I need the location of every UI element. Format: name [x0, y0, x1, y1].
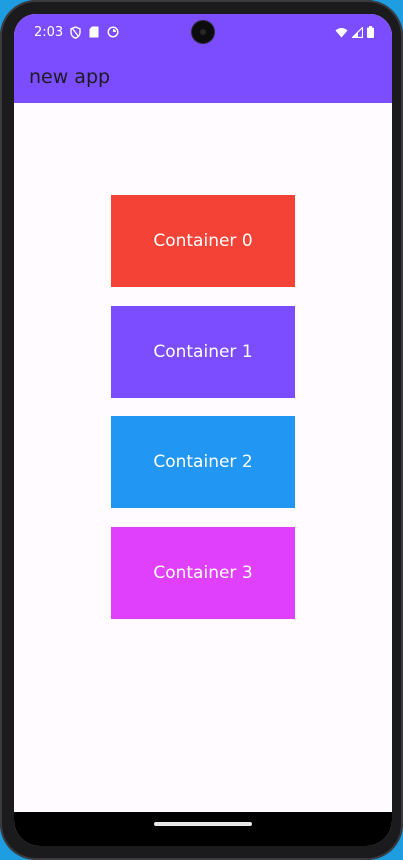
phone-screen: 2:03 [14, 14, 392, 846]
status-notification-icons [70, 26, 119, 39]
status-bar: 2:03 [14, 14, 392, 54]
container-2[interactable]: Container 2 [111, 416, 295, 508]
status-time: 2:03 [34, 25, 64, 40]
navigation-bar [14, 812, 392, 846]
sd-card-icon [89, 26, 99, 39]
wifi-icon [335, 27, 348, 38]
home-gesture-handle[interactable] [154, 822, 252, 826]
container-3[interactable]: Container 3 [111, 527, 295, 619]
front-camera [192, 21, 214, 43]
signal-icon [352, 26, 363, 38]
container-label: Container 1 [153, 342, 253, 362]
app-bar: new app [14, 54, 392, 103]
container-label: Container 0 [153, 231, 253, 251]
container-1[interactable]: Container 1 [111, 306, 295, 398]
battery-icon [367, 26, 374, 38]
app-title: new app [29, 66, 111, 88]
shield-icon [70, 26, 81, 39]
main-content: Container 0 Container 1 Container 2 Cont… [14, 103, 392, 812]
data-saver-icon [107, 26, 119, 39]
status-system-icons [335, 26, 374, 38]
container-0[interactable]: Container 0 [111, 195, 295, 287]
container-label: Container 2 [153, 452, 253, 472]
container-label: Container 3 [153, 563, 253, 583]
